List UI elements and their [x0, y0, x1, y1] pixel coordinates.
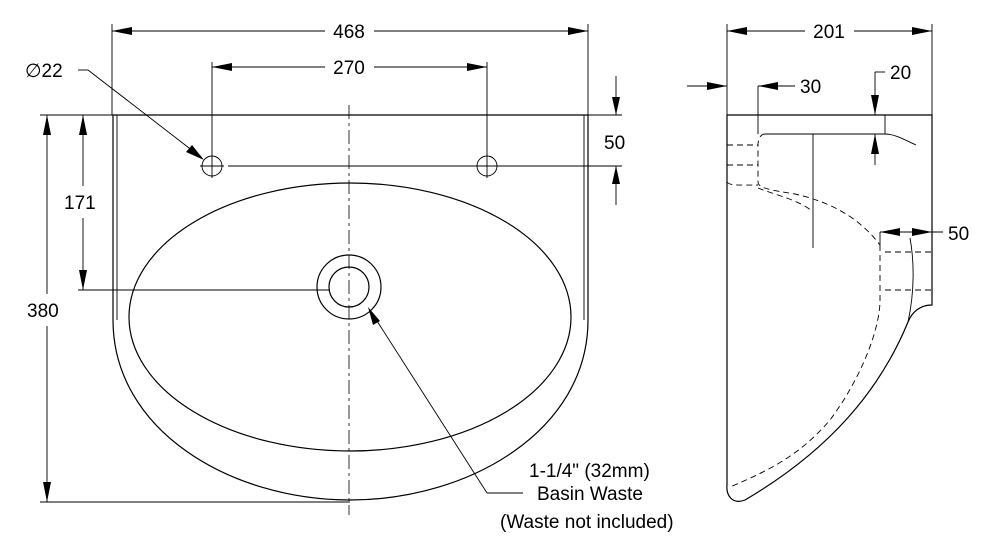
waste-callout-size: 1-1/4" (32mm)	[529, 461, 650, 482]
side-view: 201 30 20 50	[687, 22, 969, 502]
front-view: 468 270 ∅22 50 171 380	[25, 22, 674, 533]
bowl-outline	[128, 182, 572, 452]
basin-outline	[112, 114, 589, 501]
side-outline	[726, 114, 933, 502]
dim-overall-depth: 380	[27, 301, 59, 322]
waste-callout-label: Basin Waste	[537, 484, 643, 505]
dim-tap-hole-spacing: 270	[333, 58, 365, 79]
dim-tap-hole-offset: 50	[604, 133, 625, 154]
dim-waste-height: 171	[64, 193, 96, 214]
waste-callout-note: (Waste not included)	[500, 512, 674, 533]
dim-overall-width: 468	[333, 22, 365, 43]
dim-rim-thickness: 20	[890, 63, 911, 84]
dim-overflow-width: 50	[948, 224, 969, 245]
dim-tap-hole-diameter: ∅22	[25, 61, 63, 82]
dim-back-offset: 30	[800, 77, 821, 98]
dim-overall-projection: 201	[813, 22, 845, 43]
